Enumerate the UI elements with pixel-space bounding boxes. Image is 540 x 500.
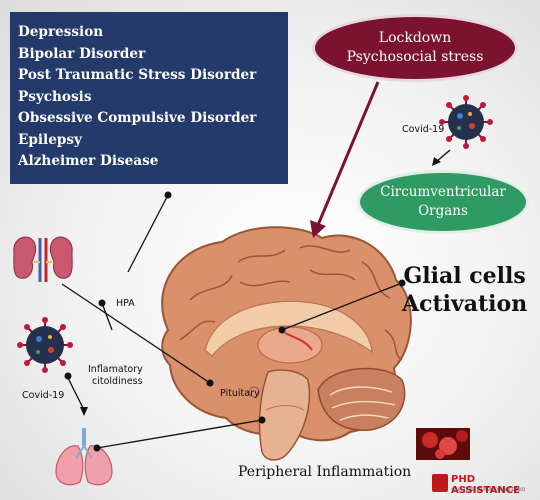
covid-top-label: Covid-19 <box>402 124 445 135</box>
peripheral-inflammation-label: Peripheral Inflammation <box>238 464 412 480</box>
disorder-item: Bipolar Disorder <box>18 45 146 62</box>
arrow-heads <box>80 157 441 416</box>
virus-left-icon <box>17 317 73 373</box>
disorder-item: Psychosis <box>18 88 92 105</box>
disorder-item: Alzheimer Disease <box>18 153 159 169</box>
connector-dots <box>64 191 406 452</box>
connector-lines <box>61 149 451 449</box>
lungs-illustration <box>55 428 113 486</box>
lockdown-oval: Lockdown Psychosocial stress <box>312 14 518 82</box>
covid-left-label: Covid-19 <box>22 390 65 401</box>
hpa-label: HPA <box>116 298 135 309</box>
circumventricular-oval: Circumventricular Organs <box>357 170 529 234</box>
lockdown-line-2: Psychosocial stress <box>346 49 484 65</box>
disorder-item: Obsessive Compulsive Disorder <box>18 110 257 126</box>
glial-line-2: Activation <box>402 291 528 317</box>
inflammatory-line-1: Inflamatory <box>88 364 143 375</box>
blood-cells-image <box>416 428 470 460</box>
cvo-line-2: Organs <box>418 203 468 219</box>
brain-illustration <box>161 226 412 461</box>
inflammatory-line-2: citoldiness <box>92 376 143 387</box>
lockdown-line-1: Lockdown <box>378 30 452 46</box>
logo-tagline: YOUR TRUSTED MENTOR SINCE 2001 <box>451 487 526 492</box>
disorder-list: Depression Bipolar Disorder Post Traumat… <box>18 22 280 173</box>
disorder-item: Depression <box>18 24 104 40</box>
phd-assistance-logo: PHD ASSISTANCE YOUR TRUSTED MENTOR SINCE… <box>432 474 536 496</box>
logo-name: PHD ASSISTANCE <box>451 474 520 496</box>
cvo-line-1: Circumventricular <box>380 184 506 200</box>
disorder-item: Post Traumatic Stress Disorder <box>18 67 257 83</box>
stress-arrow <box>310 81 380 238</box>
glial-activation-label: Glial cells Activation <box>402 262 527 318</box>
logo-mark-icon <box>432 474 448 492</box>
kidney-illustration <box>13 236 73 282</box>
virus-top-icon <box>439 95 493 149</box>
inflammatory-label: Inflamatory citoldiness <box>88 364 143 388</box>
pituitary-label: Pituitary <box>220 388 260 399</box>
glial-line-1: Glial cells <box>403 263 526 289</box>
disorder-list-panel: Depression Bipolar Disorder Post Traumat… <box>10 12 288 184</box>
disorder-item: Epilepsy <box>18 131 82 148</box>
